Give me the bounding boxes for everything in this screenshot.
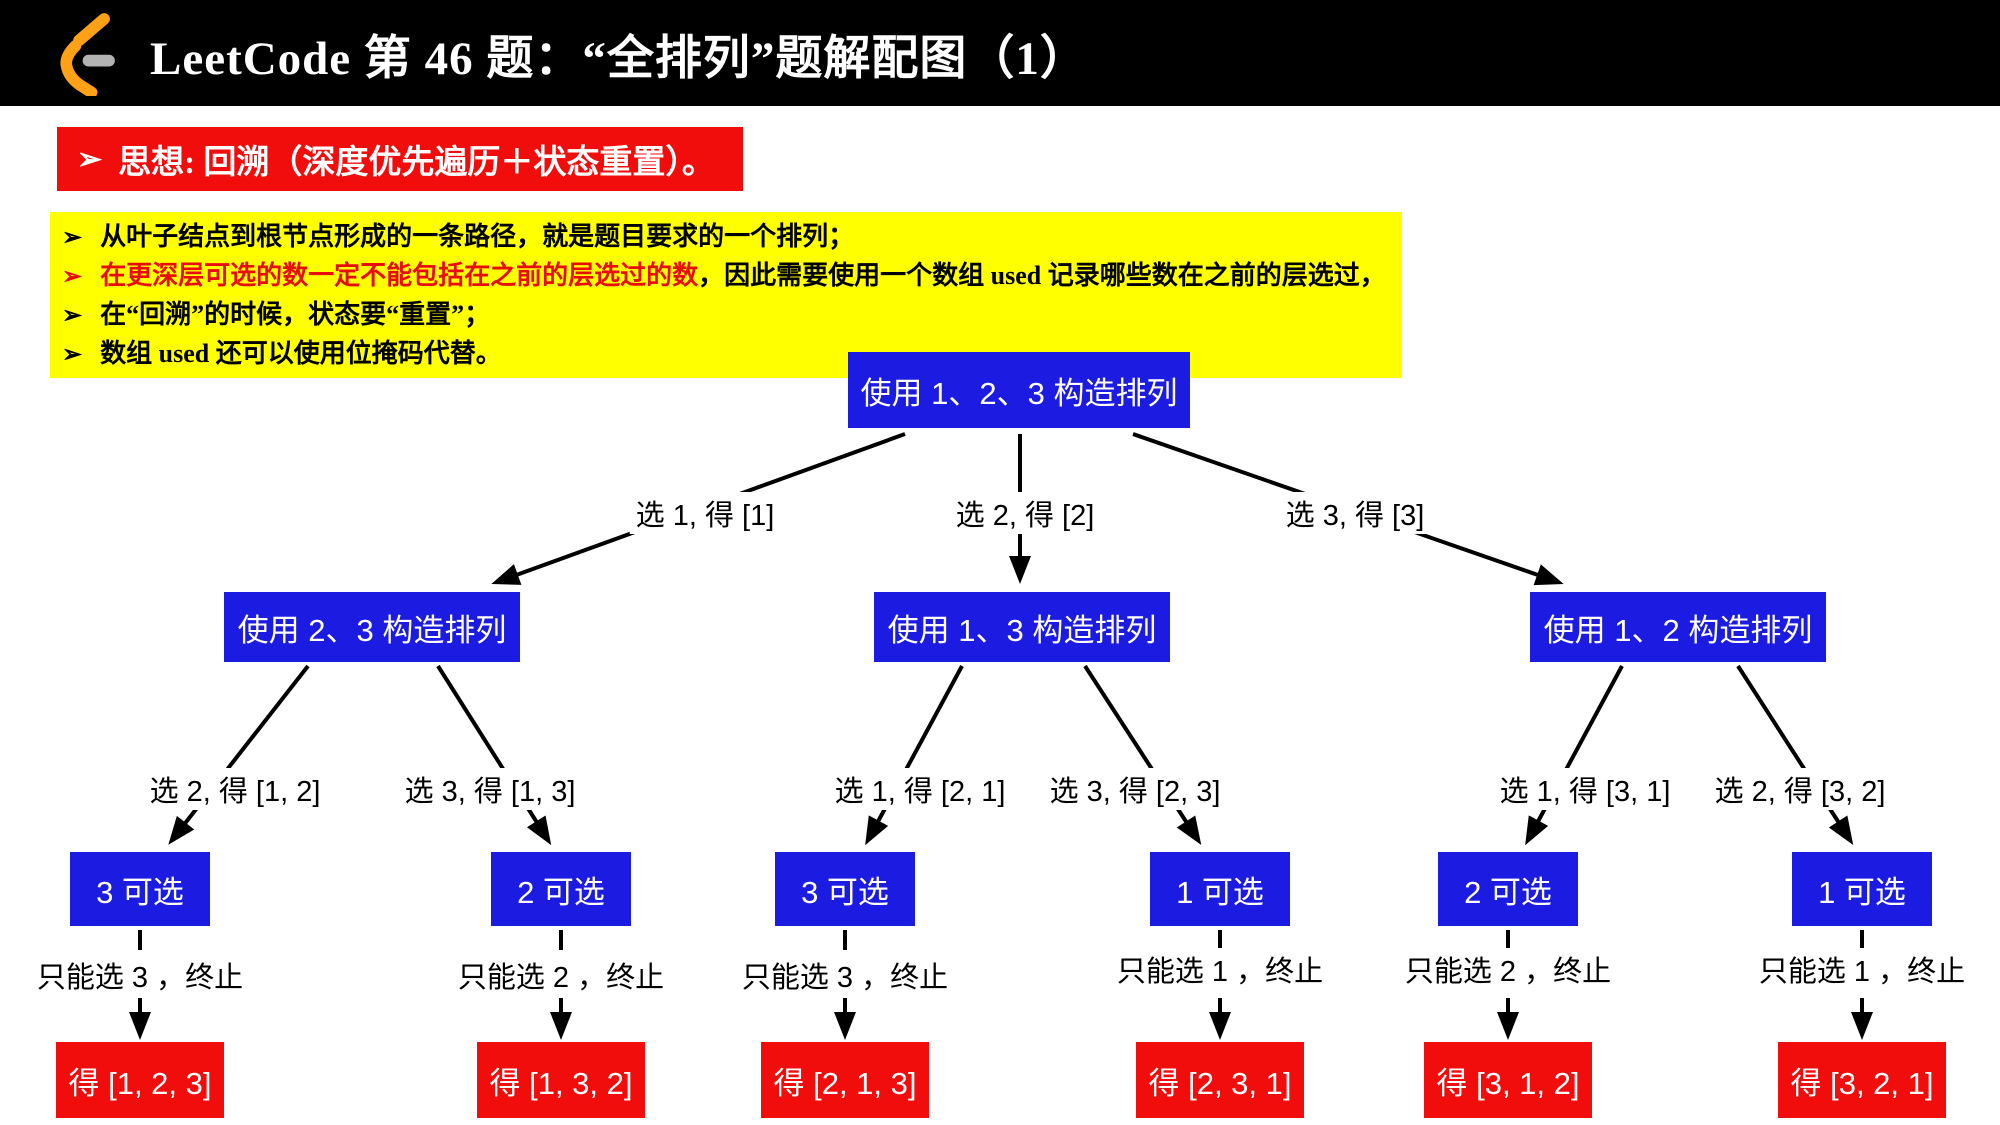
tree-node-leaf: 得 [2, 1, 3] [761, 1042, 929, 1118]
edge-label: 选 3, 得 [2, 3] [1043, 768, 1227, 810]
tree-node-level2: 使用 2、3 构造排列 [224, 592, 520, 662]
tree-node-root: 使用 1、2、3 构造排列 [848, 352, 1190, 428]
note-text: 数组 used 还可以使用位掩码代替。 [100, 339, 502, 368]
edge-label: 选 2, 得 [2] [949, 492, 1101, 534]
edge-label: 选 2, 得 [1, 2] [143, 768, 327, 810]
leetcode-logo-icon [60, 13, 115, 96]
note-line: ➢ 数组 used 还可以使用位掩码代替。 [62, 334, 1402, 373]
terminal-label: 只能选 3 ，终止 [30, 954, 250, 996]
note-text-red: 在更深层可选的数一定不能包括在之前的层选过的数 [100, 261, 699, 290]
tree-node-choice: 2 可选 [491, 852, 631, 926]
tree-node-choice: 3 可选 [70, 852, 210, 926]
tree-node-leaf: 得 [2, 3, 1] [1136, 1042, 1304, 1118]
arrow-bullet-icon: ➢ [62, 225, 83, 251]
terminal-label: 只能选 2 ，终止 [1398, 948, 1618, 990]
note-text: 在“回溯”的时候，状态要“重置”； [100, 300, 491, 329]
notes-panel: ➢ 从叶子结点到根节点形成的一条路径，就是题目要求的一个排列； ➢ 在更深层可选的数… [50, 212, 1402, 378]
arrow-bullet-icon: ➢ [77, 142, 103, 176]
note-text: ，因此需要使用一个数组 used 记录哪些数在之前的层选过， [698, 261, 1386, 290]
tree-node-choice: 2 可选 [1438, 852, 1578, 926]
tree-node-level2: 使用 1、3 构造排列 [874, 592, 1170, 662]
edge-label: 选 2, 得 [3, 2] [1708, 768, 1892, 810]
tree-node-choice: 3 可选 [775, 852, 915, 926]
note-line: ➢ 在“回溯”的时候，状态要“重置”； [62, 295, 1402, 334]
terminal-label: 只能选 2 ，终止 [451, 954, 671, 996]
page-title: LeetCode 第 46 题：“全排列”题解配图（1） [150, 32, 1088, 85]
arrow-bullet-icon: ➢ [62, 303, 83, 329]
terminal-label: 只能选 3 ，终止 [735, 954, 955, 996]
note-line: ➢ 在更深层可选的数一定不能包括在之前的层选过的数，因此需要使用一个数组 used… [62, 256, 1402, 295]
arrow-bullet-icon: ➢ [62, 342, 83, 368]
terminal-label: 只能选 1 ，终止 [1110, 948, 1330, 990]
tree-node-level2: 使用 1、2 构造排列 [1530, 592, 1826, 662]
arrow-bullet-icon: ➢ [62, 264, 83, 290]
tree-node-choice: 1 可选 [1792, 852, 1932, 926]
terminal-label: 只能选 1 ，终止 [1752, 948, 1972, 990]
edge-label: 选 1, 得 [3, 1] [1493, 768, 1677, 810]
idea-banner: ➢ 思想: 回溯（深度优先遍历＋状态重置）。 [57, 127, 743, 191]
tree-node-leaf: 得 [3, 2, 1] [1778, 1042, 1946, 1118]
edge-label: 选 1, 得 [2, 1] [828, 768, 1012, 810]
tree-node-choice: 1 可选 [1150, 852, 1290, 926]
tree-node-leaf: 得 [3, 1, 2] [1424, 1042, 1592, 1118]
note-line: ➢ 从叶子结点到根节点形成的一条路径，就是题目要求的一个排列； [62, 217, 1402, 256]
edge-label: 选 3, 得 [1, 3] [398, 768, 582, 810]
tree-node-leaf: 得 [1, 2, 3] [56, 1042, 224, 1118]
edge-label: 选 1, 得 [1] [629, 492, 781, 534]
tree-node-leaf: 得 [1, 3, 2] [477, 1042, 645, 1118]
idea-text: 思想: 回溯（深度优先遍历＋状态重置）。 [118, 145, 715, 181]
note-text: 从叶子结点到根节点形成的一条路径，就是题目要求的一个排列； [100, 222, 855, 251]
edge-label: 选 3, 得 [3] [1279, 492, 1431, 534]
header-bar: LeetCode 第 46 题：“全排列”题解配图（1） [0, 0, 2000, 106]
